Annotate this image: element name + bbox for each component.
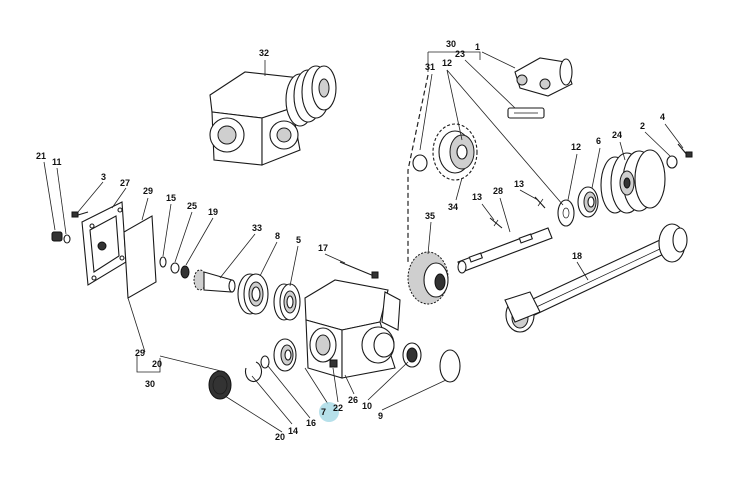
assembly-axis-line: [407, 74, 429, 262]
snap-ring-31: [412, 154, 428, 172]
ring-16s: [260, 355, 270, 369]
washer-2: [666, 155, 678, 169]
label-11: 11: [52, 157, 62, 167]
label-22: 22: [333, 403, 343, 413]
label-14: 14: [288, 426, 298, 436]
label-20-bracket: 20: [152, 359, 162, 369]
seal-10: [402, 342, 422, 368]
label-29-bottom: 29: [135, 348, 145, 358]
label-18: 18: [572, 251, 582, 261]
label-2: 2: [640, 121, 645, 131]
part-number-labels: 30 1 23 12 31 32 4 2 24 6 12 21 11 3 27 …: [36, 39, 665, 442]
label-27: 27: [120, 178, 130, 188]
ring-25: [170, 262, 180, 274]
label-8: 8: [275, 231, 280, 241]
ring-15: [159, 256, 167, 268]
cap-20: [208, 370, 232, 400]
label-21: 21: [36, 151, 46, 161]
label-26: 26: [348, 395, 358, 405]
label-34: 34: [448, 202, 458, 212]
pin-13b: [534, 196, 546, 209]
shaft-28: [457, 227, 553, 274]
washer-11: [63, 234, 71, 244]
label-17: 17: [318, 243, 328, 253]
pulley-fins-32: [285, 65, 337, 127]
label-16: 16: [306, 418, 316, 428]
label-30-bottom: 30: [145, 379, 155, 389]
pinion-33: [193, 269, 236, 293]
cover-27: [81, 201, 127, 286]
bearing-16: [273, 338, 297, 372]
label-20: 20: [275, 432, 285, 442]
label-7: 7: [321, 407, 326, 417]
label-28: 28: [493, 186, 503, 196]
bearing-8: [237, 273, 269, 315]
screw-3: [71, 211, 89, 218]
assembled-gearbox-32: [209, 65, 337, 166]
housing-26: [304, 279, 401, 379]
label-1: 1: [475, 42, 480, 52]
label-9: 9: [378, 411, 383, 421]
label-13-right: 13: [514, 179, 524, 189]
bevel-gear-35: [407, 251, 449, 305]
label-23: 23: [455, 49, 465, 59]
label-29-top: 29: [143, 186, 153, 196]
ring-19: [180, 265, 190, 279]
label-24: 24: [612, 130, 622, 140]
label-35: 35: [425, 211, 435, 221]
bolt-17: [339, 261, 379, 279]
label-6: 6: [596, 136, 601, 146]
label-33: 33: [252, 223, 262, 233]
plug-21: [51, 231, 63, 242]
gasket-29: [123, 215, 157, 299]
label-19: 19: [208, 207, 218, 217]
label-12: 12: [571, 142, 581, 152]
pin-13a: [489, 217, 503, 229]
label-5: 5: [296, 235, 301, 245]
label-30-top: 30: [446, 39, 456, 49]
oring-9: [439, 349, 461, 383]
bearing-5: [273, 283, 301, 321]
highlight-marker-7: [319, 402, 339, 422]
key-23: [507, 107, 545, 119]
label-12-top: 12: [442, 58, 452, 68]
label-31: 31: [425, 62, 435, 72]
label-13-left: 13: [472, 192, 482, 202]
yoke-1: [514, 57, 573, 97]
circlip-14: [244, 361, 263, 383]
washer-12: [557, 199, 575, 227]
pto-shaft-18: [504, 223, 688, 333]
bearing-6: [577, 186, 599, 218]
pulley-24: [600, 149, 666, 214]
label-3: 3: [101, 172, 106, 182]
label-32: 32: [259, 48, 269, 58]
label-4: 4: [660, 112, 665, 122]
label-10: 10: [362, 401, 372, 411]
leader-lines: [43, 51, 684, 433]
label-25: 25: [187, 201, 197, 211]
label-15: 15: [166, 193, 176, 203]
bolt-4: [677, 143, 693, 158]
gear-34: [432, 123, 478, 181]
